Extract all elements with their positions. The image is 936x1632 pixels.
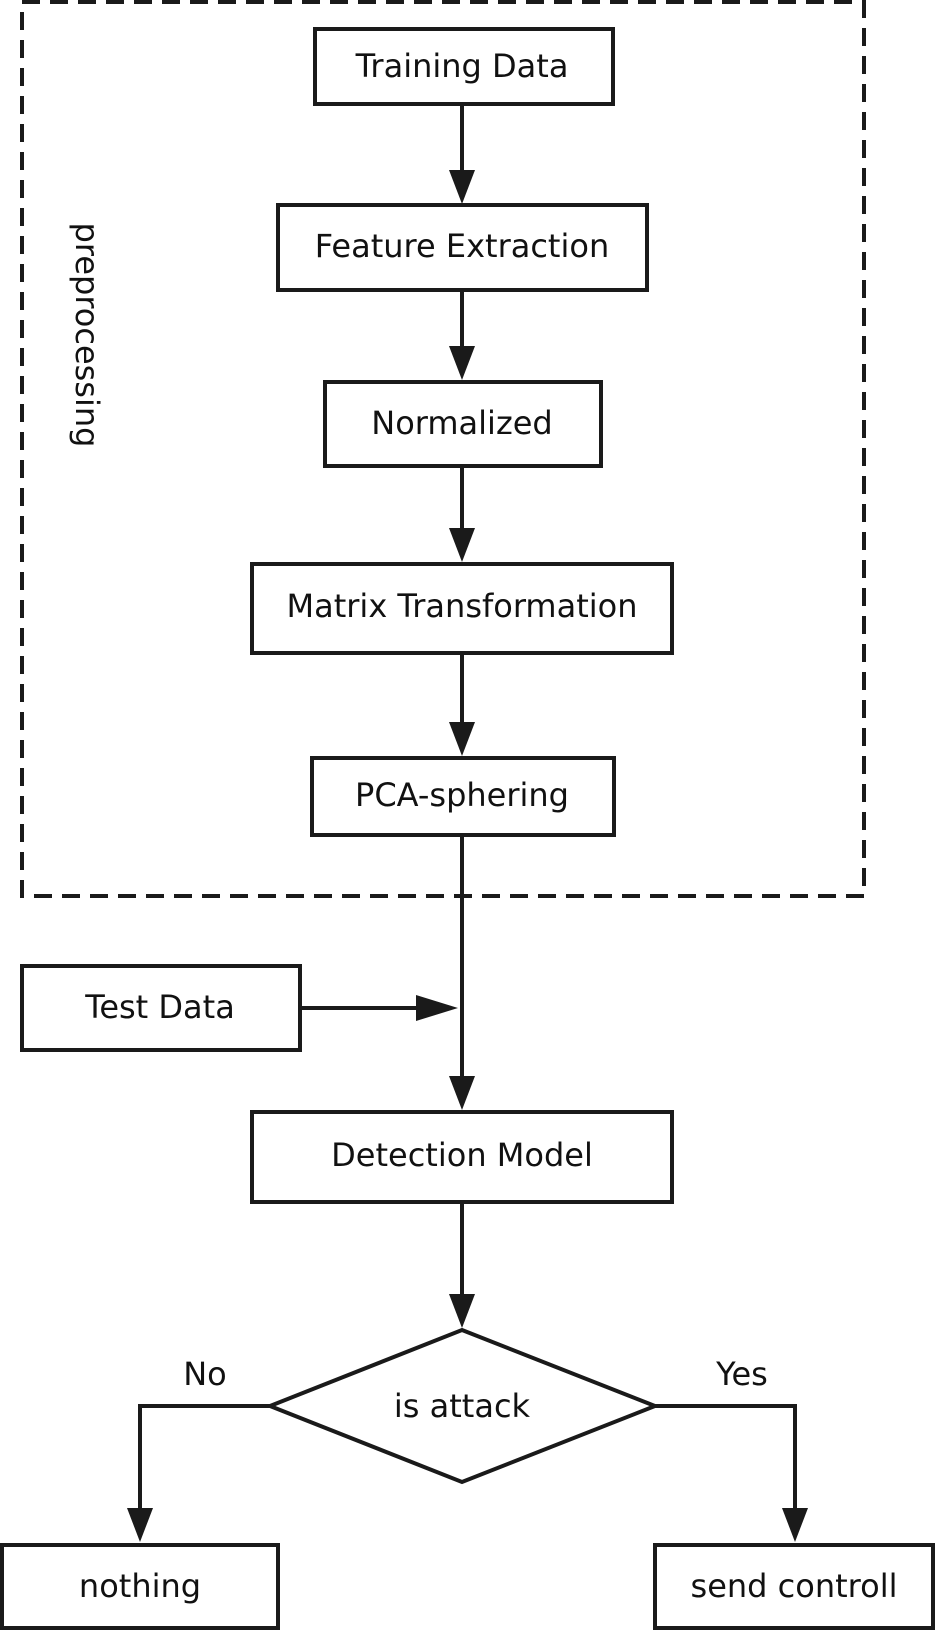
preprocessing-group-label: preprocessing [68,223,106,448]
node-pca-sphering: PCA-sphering [310,756,616,837]
node-training-data: Training Data [313,27,615,106]
arrowhead-decision [449,1294,475,1328]
node-training-data-label: Training Data [355,47,569,85]
arrowhead-normalized [449,346,475,380]
node-matrix-transformation: Matrix Transformation [250,562,674,655]
edge-label-no: No [183,1355,227,1393]
node-decision-label: is attack [394,1387,531,1425]
node-detection-model-label: Detection Model [331,1136,593,1174]
edge-label-yes: Yes [715,1355,768,1393]
node-test-data: Test Data [20,964,302,1052]
node-pca-sphering-label: PCA-sphering [355,776,569,814]
arrowhead-send-controll [782,1508,808,1542]
edge-no-branch [138,1404,270,1510]
arrowhead-matrix [449,528,475,562]
preprocessing-group-frame [20,0,866,898]
edge-yes-branch [655,1404,797,1510]
node-normalized-label: Normalized [371,404,552,442]
arrowhead-feature [449,170,475,204]
arrowhead-detection [449,1076,475,1110]
arrowhead-nothing [127,1508,153,1542]
node-normalized: Normalized [323,380,603,468]
node-detection-model: Detection Model [250,1110,674,1204]
arrowhead-test-data [416,995,458,1021]
node-feature-extraction-label: Feature Extraction [315,227,609,265]
node-send-controll-label: send controll [691,1567,898,1605]
node-nothing: nothing [0,1543,280,1630]
node-decision: is attack [264,1327,661,1485]
node-matrix-transformation-label: Matrix Transformation [287,587,638,625]
arrowhead-pca [449,722,475,756]
node-feature-extraction: Feature Extraction [276,203,649,292]
node-send-controll: send controll [653,1543,935,1630]
node-nothing-label: nothing [79,1567,201,1605]
node-test-data-label: Test Data [84,988,235,1026]
